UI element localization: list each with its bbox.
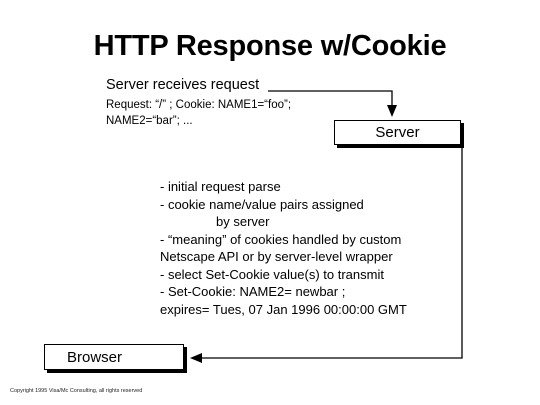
request-line-2: NAME2=“bar”; ... [106,115,193,127]
note-line: - initial request parse [160,179,281,194]
server-label: Server [375,124,420,141]
slide-title: HTTP Response w/Cookie [93,30,447,62]
note-line: - select Set-Cookie value(s) to transmit [160,266,384,282]
response-arrow-line [200,145,463,359]
browser-box: Browser [44,344,184,370]
server-notes: - initial request parse - cookie name/va… [160,178,407,318]
browser-label: Browser [67,348,123,366]
note-line: - cookie name/value pairs assigned [160,196,364,212]
request-arrow-head [387,105,397,117]
server-box: Server [334,120,461,145]
note-line: - “meaning” of cookies handled by custom [160,231,402,247]
note-line: Netscape API or by server-level wrapper [160,249,393,264]
copyright-notice: Copyright 1995 Visa/Mc Consulting, all r… [10,388,143,394]
note-line: expires= Tues, 07 Jan 1996 00:00:00 GMT [160,301,407,317]
request-heading: Server receives request [106,77,260,93]
request-arrow-line [268,90,393,108]
request-line-1: Request: “/” ; Cookie: NAME1=“foo”; [106,99,292,111]
note-line: by server [216,214,270,229]
note-line: - Set-Cookie: NAME2= newbar ; [160,284,346,299]
response-arrow-head [190,353,202,363]
request-text: Request: “/” ; Cookie: NAME1=“foo”; NAME… [106,97,291,129]
